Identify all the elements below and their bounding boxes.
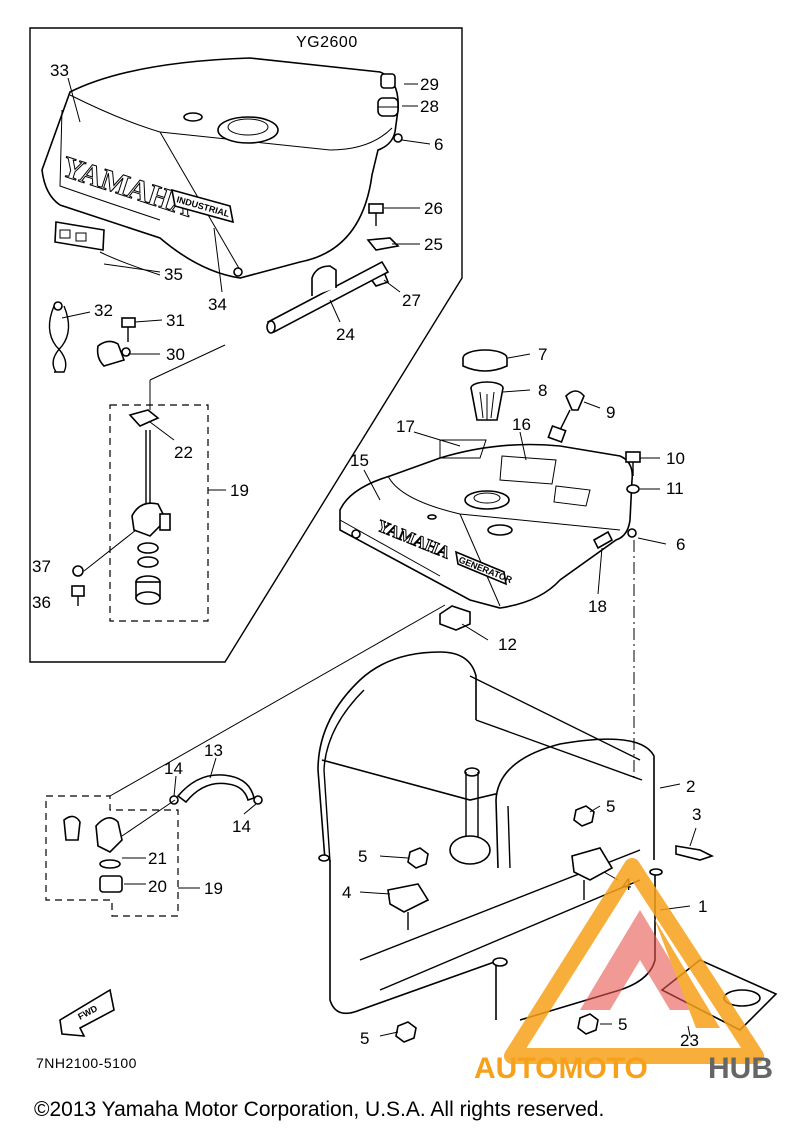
callout-36: 36 [32, 593, 51, 612]
nut-5-d [577, 1013, 599, 1035]
fuel-cock-inset [128, 409, 171, 605]
callout-17: 17 [396, 417, 415, 436]
fuel-cock-assy-box-19 [45, 795, 179, 917]
handle-24 [266, 260, 390, 334]
callout-3: 3 [692, 805, 701, 824]
callout-6-lower: 6 [676, 535, 685, 554]
callout-11: 11 [666, 479, 684, 498]
bolt-10 [625, 451, 641, 476]
callout-5-d: 5 [618, 1015, 627, 1034]
callout-9: 9 [606, 403, 615, 422]
callout-29: 29 [420, 75, 439, 94]
callout-12: 12 [498, 635, 517, 654]
callout-32: 32 [94, 301, 113, 320]
callout-4-left: 4 [342, 883, 351, 902]
nut-5-c [395, 1021, 417, 1043]
collar-29 [380, 73, 396, 89]
mount-4-left [387, 883, 430, 930]
fuel-cock-assy-box-19-inset [109, 404, 209, 622]
callout-5-a: 5 [606, 797, 615, 816]
fitting-30 [96, 340, 131, 367]
fuel-tank-main: YAMAHA GENERATOR [339, 439, 637, 609]
callout-18: 18 [588, 597, 607, 616]
callout-28: 28 [420, 97, 439, 116]
callout-2: 2 [686, 777, 695, 796]
callout-35: 35 [164, 265, 183, 284]
automotohub-logo [504, 858, 764, 1064]
washer-11 [626, 484, 640, 494]
bolt-26 [368, 203, 384, 226]
callout-1: 1 [698, 897, 707, 916]
nut-5-b [407, 847, 429, 869]
mount-4-right [571, 847, 614, 900]
fuel-cap-7 [462, 349, 508, 372]
callout-10: 10 [666, 449, 685, 468]
callout-5-c: 5 [360, 1029, 369, 1048]
callout-23: 23 [680, 1031, 699, 1050]
callout-numbers: 33 29 28 6 26 25 27 24 34 35 32 31 30 22… [32, 61, 707, 1050]
decal-35 [54, 221, 161, 276]
bracket-25 [366, 237, 400, 251]
pin-3 [675, 827, 715, 861]
callout-22: 22 [174, 443, 193, 462]
callout-26: 26 [424, 199, 443, 218]
callout-33: 33 [50, 61, 69, 80]
callout-20: 20 [148, 877, 167, 896]
fuel-cock-lower [63, 815, 123, 893]
clip-32 [48, 301, 70, 373]
callout-21: 21 [148, 849, 167, 868]
hose-clip-14-b [253, 795, 263, 805]
copyright-notice: ©2013 Yamaha Motor Corporation, U.S.A. A… [34, 1098, 604, 1121]
callout-16: 16 [512, 415, 531, 434]
callout-6-upper: 6 [434, 135, 443, 154]
callout-15: 15 [350, 451, 369, 470]
callout-14-b: 14 [232, 817, 251, 836]
strainer-8 [470, 381, 504, 421]
callout-8: 8 [538, 381, 547, 400]
callout-31: 31 [166, 311, 185, 330]
callout-19-upper: 19 [230, 481, 249, 500]
model-title: YG2600 [296, 34, 358, 51]
callout-19-lower: 19 [204, 879, 223, 898]
fwd-arrow: FWD [59, 988, 115, 1037]
callout-24: 24 [336, 325, 355, 344]
fuel-gauge-9 [547, 390, 585, 444]
drawing-code: 7NH2100-5100 [36, 1055, 137, 1071]
callout-13: 13 [204, 741, 223, 760]
bolt-36 [71, 585, 85, 606]
callout-27: 27 [402, 291, 421, 310]
logo-word-automoto: AUTOMOTO [474, 1052, 648, 1085]
leaders-inset [61, 77, 431, 572]
callout-7: 7 [538, 345, 547, 364]
callout-5-b: 5 [358, 847, 367, 866]
fuel-tank-yg2600: YAMAHA INDUSTRIAL [41, 57, 403, 279]
callout-25: 25 [424, 235, 443, 254]
nut-5-a [573, 805, 595, 827]
bolt-31 [121, 317, 136, 342]
callout-37: 37 [32, 557, 51, 576]
fuel-hose-13 [176, 774, 255, 804]
cushion-28 [377, 97, 399, 117]
yg2600-inset-border [29, 27, 463, 663]
callout-34: 34 [208, 295, 227, 314]
callout-30: 30 [166, 345, 185, 364]
logo-word-hub: HUB [708, 1052, 773, 1085]
callout-14-a: 14 [164, 759, 183, 778]
washer-37 [72, 565, 84, 577]
